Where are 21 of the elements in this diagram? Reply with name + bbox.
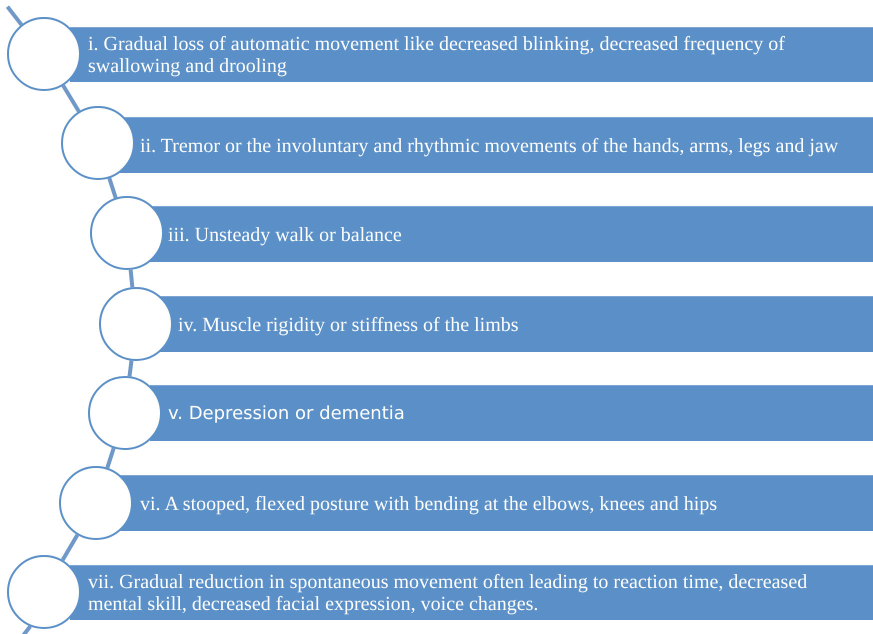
- item-text: ii. Tremor or the involuntary and rhythmic movements of the hands, arms, legs and jaw: [140, 134, 838, 156]
- item-text: v. Depression or dementia: [168, 402, 405, 424]
- list-bar: [70, 565, 873, 620]
- item-text: iv. Muscle rigidity or stiffness of the limbs: [178, 314, 519, 336]
- list-bar: [150, 206, 873, 262]
- connector-line: [128, 270, 134, 288]
- connector-line: [105, 448, 116, 468]
- connector-line: [61, 84, 81, 112]
- list-bar: [120, 475, 873, 531]
- list-bar: [150, 385, 873, 441]
- item-text: i. Gradual loss of automatic movement like decreased blinking, decreased frequency of swallowing and drooling: [88, 33, 786, 77]
- item-text: vi. A stooped, flexed posture with bending at the elbows, knees and hips: [140, 492, 718, 514]
- list-bar: [120, 117, 873, 173]
- connector-line: [6, 5, 24, 26]
- item-text: iii. Unsteady walk or balance: [168, 224, 402, 246]
- list-bar: [160, 296, 873, 352]
- item-text: vii. Gradual reduction in spontaneous movement often leading to reaction time, decreased mental skill, decreased facial expression, voice changes.: [88, 571, 808, 615]
- list-bar: [70, 27, 873, 82]
- connector-line: [107, 178, 118, 198]
- connector-line: [60, 534, 80, 562]
- connector-line: [128, 360, 134, 377]
